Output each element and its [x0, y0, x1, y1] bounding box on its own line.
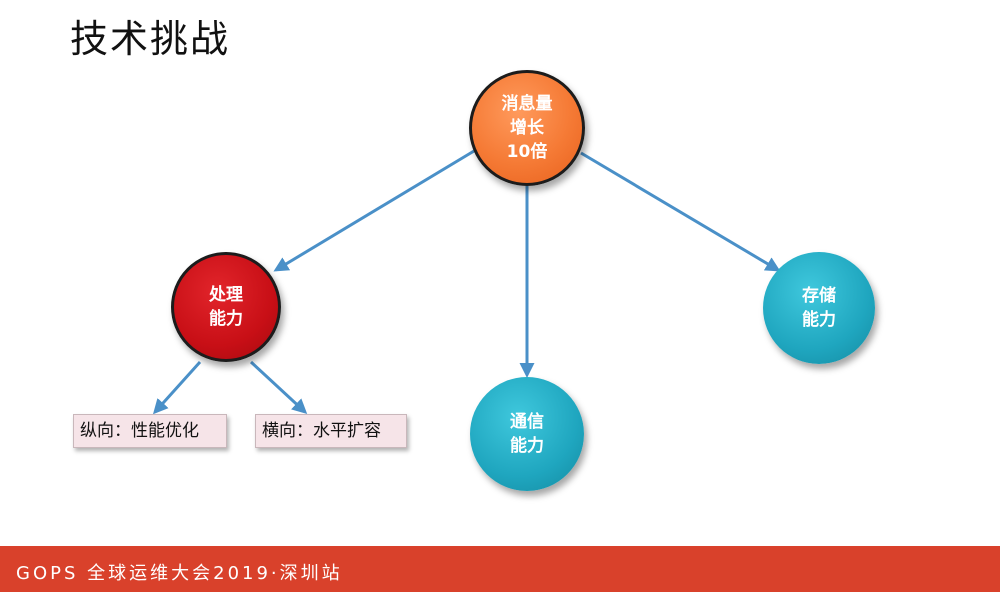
- tag-horizontal-scaling: 横向：水平扩容: [255, 414, 407, 448]
- edge-processing-to-horizontal: [249, 360, 308, 415]
- slide-title: 技术挑战: [70, 17, 231, 61]
- edge-root-to-processing: [273, 149, 475, 272]
- root-node-message-growth: 消息量 增长 10倍: [469, 70, 585, 186]
- footer-bar: GOPS 全球运维大会2019·深圳站: [0, 546, 1000, 592]
- edge-root-to-storage: [580, 151, 781, 272]
- storage-node-label: 存储 能力: [802, 286, 836, 330]
- processing-node-label: 处理 能力: [209, 285, 243, 329]
- node-communication-capacity: 通信 能力: [470, 377, 584, 491]
- root-node-label: 消息量 增长 10倍: [501, 94, 553, 162]
- node-processing-capacity: 处理 能力: [171, 252, 281, 362]
- tag-vertical-performance: 纵向：性能优化: [73, 414, 227, 448]
- communication-node-label: 通信 能力: [510, 412, 544, 456]
- footer-text: GOPS 全球运维大会2019·深圳站: [16, 563, 343, 584]
- node-storage-capacity: 存储 能力: [763, 252, 875, 364]
- edge-processing-to-vertical: [152, 360, 202, 415]
